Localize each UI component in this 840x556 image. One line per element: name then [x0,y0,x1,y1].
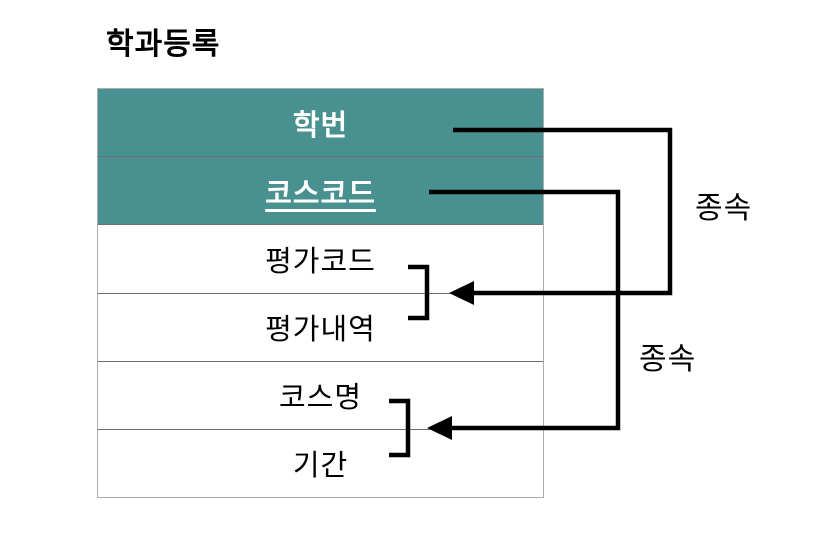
row-period: 기간 [98,430,543,497]
row-course-code: 코스코드 [98,157,543,226]
row-evaluation-code: 평가코드 [98,225,543,294]
row-student-id-label: 학번 [292,109,349,142]
row-course-name-label: 코스명 [278,382,363,415]
row-course-name: 코스명 [98,362,543,430]
row-course-code-label: 코스코드 [265,177,376,210]
diagram-title: 학과등록 [106,28,221,61]
dependency-label-1: 종속 [695,192,753,225]
row-evaluation-detail: 평가내역 [98,294,543,362]
row-student-id: 학번 [98,89,543,158]
row-evaluation-detail-label: 평가내역 [265,314,376,347]
row-period-label: 기간 [292,450,349,483]
row-evaluation-code-label: 평가코드 [265,245,376,278]
dependency-label-2: 종속 [639,343,697,376]
relation-table: 학번 코스코드 평가코드 평가내역 코스명 기간 [97,88,544,498]
